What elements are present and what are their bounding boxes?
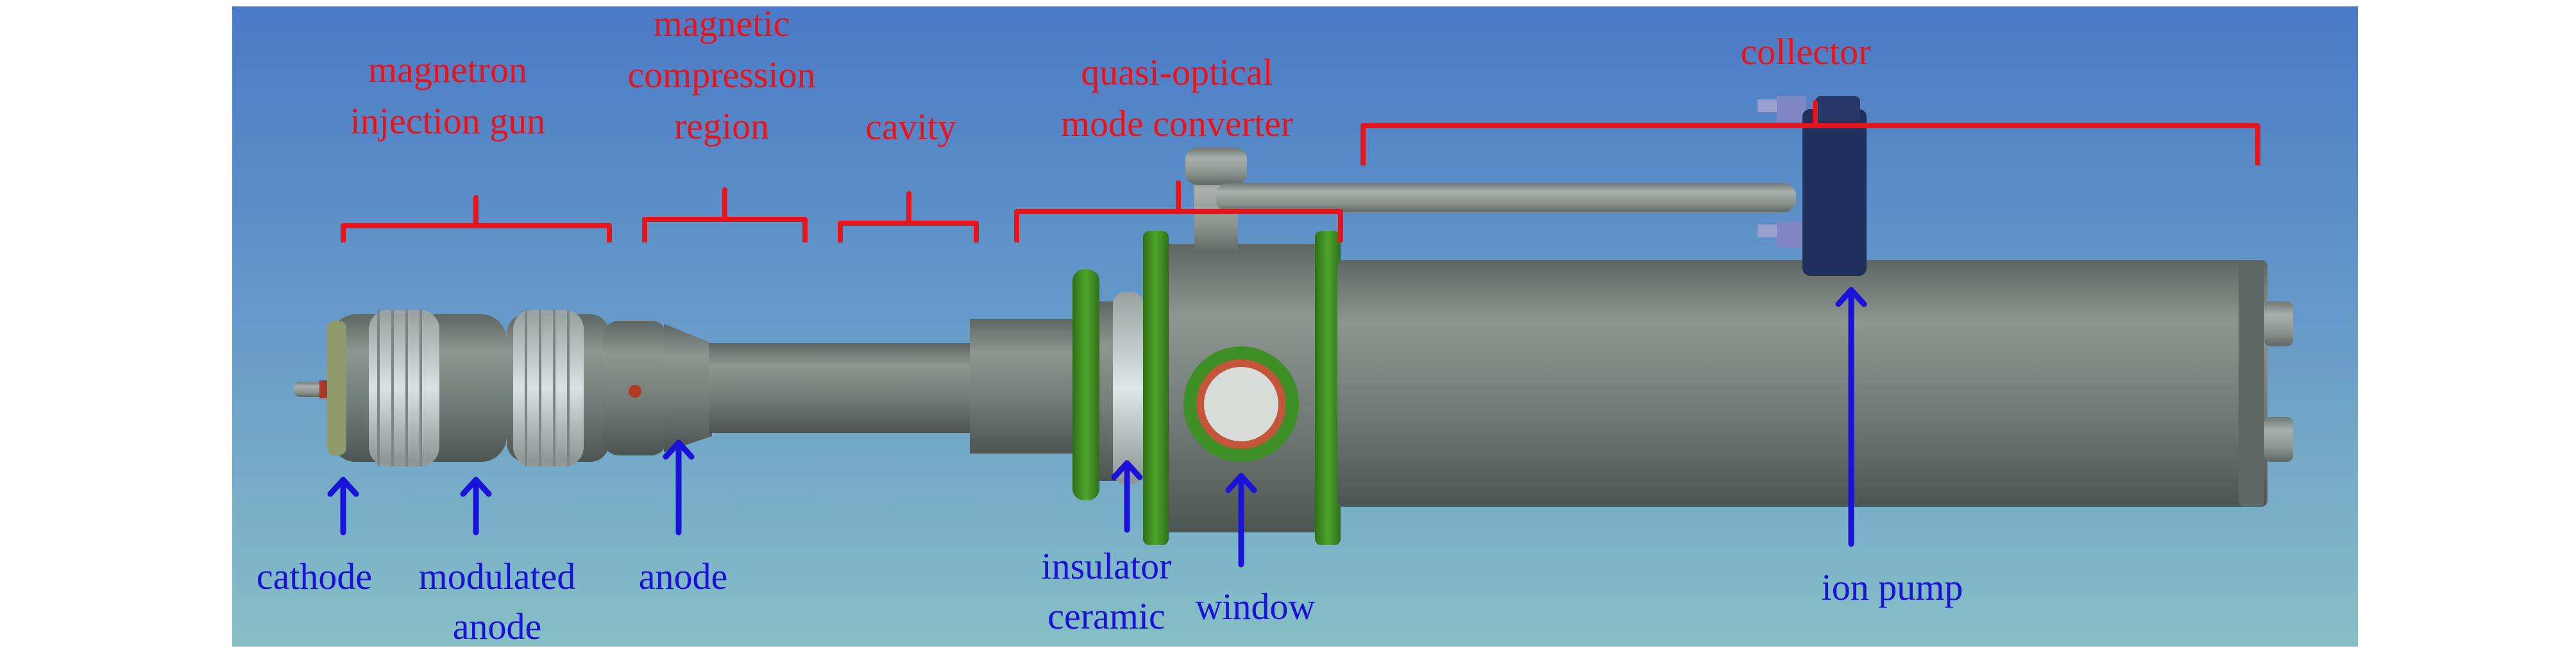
arrow-cathode — [327, 477, 359, 536]
brace-collector — [1360, 100, 2260, 165]
cavity-housing — [970, 319, 1079, 454]
rf-window — [1183, 346, 1299, 462]
brace-cavity — [838, 191, 979, 242]
arrow-modulated-anode — [460, 477, 492, 536]
label-ion-pump: ion pump — [1822, 566, 1963, 608]
label-anode: anode — [639, 555, 728, 597]
insulator-flange-left — [1072, 269, 1099, 500]
arrow-anode — [663, 439, 695, 536]
component-arrows — [327, 287, 1867, 568]
gun-rings — [369, 310, 609, 466]
converter-flange-right — [1315, 231, 1341, 545]
arrow-ion-pump — [1835, 287, 1867, 547]
collector-end-ports — [2264, 301, 2293, 462]
brace-compression — [642, 187, 808, 242]
waveguide-pipe — [1216, 183, 1796, 212]
ion-pump-unit — [1758, 96, 1867, 276]
compression-taper — [664, 324, 712, 452]
brace-mode-converter — [1014, 180, 1343, 242]
converter-flange-left — [1143, 231, 1169, 545]
label-collector: collector — [1741, 31, 1871, 72]
arrow-insulator — [1111, 460, 1143, 533]
label-cathode: cathode — [257, 555, 372, 597]
collector-body — [1337, 260, 2267, 507]
label-cavity: cavity — [865, 106, 956, 148]
label-window: window — [1196, 586, 1316, 627]
insulator-ceramic-ring — [1113, 292, 1144, 484]
arrow-window — [1225, 473, 1257, 568]
cavity-tube — [709, 343, 978, 433]
brace-magnetron-gun — [341, 195, 612, 242]
tube-body — [294, 96, 2293, 545]
region-braces — [341, 100, 2260, 242]
